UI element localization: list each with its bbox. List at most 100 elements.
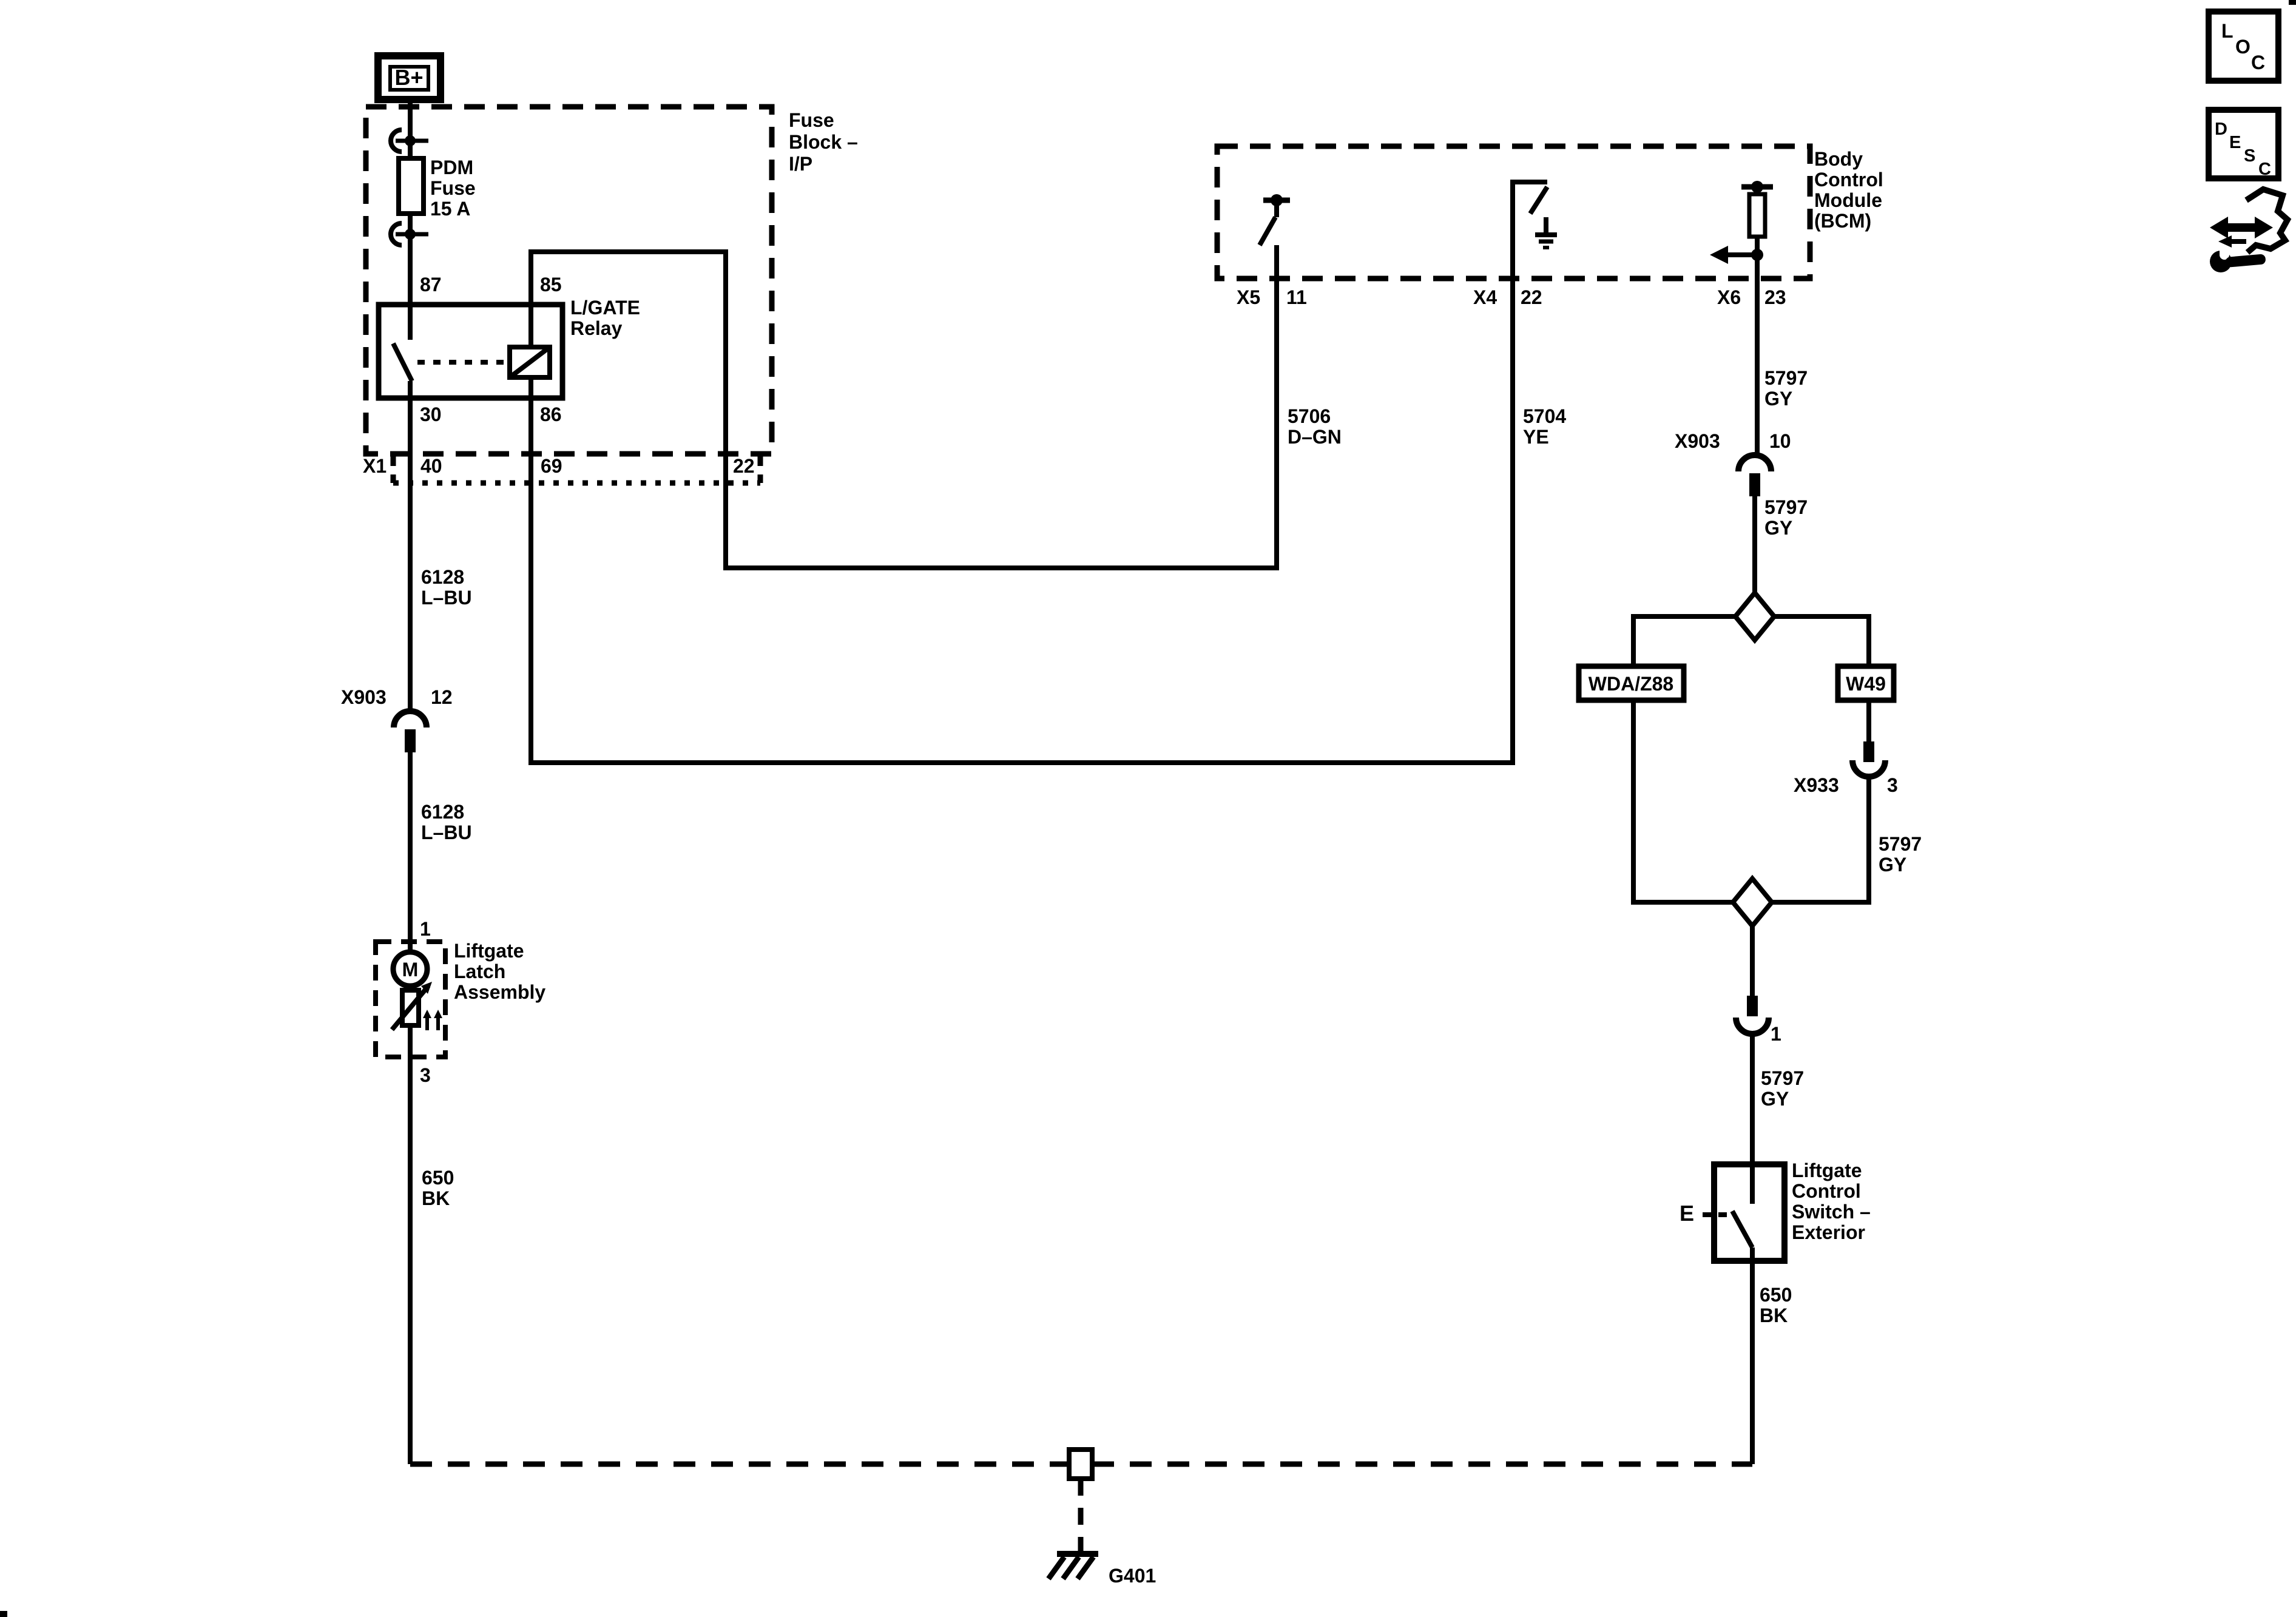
branch-left-to-wda [1631, 614, 1735, 666]
latch-pin3-label: 3 [420, 1064, 431, 1086]
bcm-x5-switch-blade [1257, 216, 1278, 246]
w49-label: W49 [1846, 673, 1886, 695]
pdm-fuse-label-2: Fuse [430, 177, 476, 199]
pdm-fuse-label-1: PDM [430, 157, 473, 178]
latch-mini-arrow-1-head [423, 1010, 431, 1018]
fuse-clip-bottom-dot [405, 229, 416, 240]
fuse-clip-bottom-arc [388, 221, 402, 248]
switch-blade [1730, 1210, 1755, 1249]
loc-letter-o: O [2235, 36, 2250, 58]
wire-650a-label-2: BK [422, 1187, 450, 1209]
x903-12-pin-terminal [405, 729, 416, 752]
artifact-top-right [2289, 0, 2296, 5]
wda-z88-label: WDA/Z88 [1589, 673, 1673, 695]
latch-name-1: Liftgate [454, 940, 524, 962]
connector-x933-3: X933 3 [1794, 741, 1898, 796]
wire-650a-label-1: 650 [422, 1167, 454, 1189]
artifact-bottom-left [0, 1611, 7, 1617]
bcm-x5-conn: X5 [1237, 286, 1260, 308]
relay-switch-blade [391, 342, 414, 382]
bcm-name-2: Control [1814, 169, 1883, 191]
branch-right-to-w49 [1774, 614, 1871, 666]
x903-10-name: X903 [1675, 430, 1720, 452]
x933-socket-arc [1849, 760, 1888, 780]
loc-letter-l: L [2221, 20, 2234, 42]
branch-left-from-wda [1631, 700, 1733, 905]
bcm-x6-fuse [1747, 192, 1768, 239]
bcm-pin-labels: X5 11 X4 22 X6 23 [1237, 286, 1786, 308]
relay-name-1: L/GATE [570, 297, 640, 319]
wire-5797d-label-2: GY [1761, 1088, 1789, 1110]
relay-pin87-label: 87 [420, 274, 442, 295]
wire-6128a-label-2: L–BU [421, 587, 472, 609]
relay-pin86-label: 86 [540, 403, 562, 425]
pdm-fuse: PDM Fuse 15 A [388, 127, 476, 248]
connector-inline-1: 1 [1733, 996, 1781, 1045]
conn1-pin-terminal [1747, 996, 1758, 1016]
b-plus-label: B+ [394, 65, 423, 90]
connector-x903-10: X903 10 [1675, 430, 1791, 496]
desc-letter-e: E [2229, 133, 2241, 152]
fuse-block-border [363, 104, 775, 457]
ground-label: G401 [1109, 1565, 1156, 1587]
body-control-module: Body Control Module (BCM) [1214, 143, 1883, 454]
pdm-fuse-label-3: 15 A [430, 198, 470, 220]
lgate-relay: 87 85 30 86 [376, 274, 566, 425]
fuse-clip-top-arc [388, 127, 402, 154]
hand-arrow-head [2218, 235, 2232, 248]
wire-650b-label-2: BK [1760, 1305, 1788, 1326]
ground-g401: G401 [410, 1447, 1752, 1587]
bcm-name-3: Module [1814, 189, 1882, 211]
branch-right-from-x933 [1772, 777, 1871, 905]
wire-5797b-label-2: GY [1764, 517, 1792, 539]
bcm-x5-pin: 11 [1286, 286, 1307, 308]
connector-x903-12: X903 12 [341, 686, 453, 752]
desc-letter-s: S [2244, 146, 2255, 166]
loc-button[interactable]: L O C [2206, 8, 2281, 84]
wire-650b-label-1: 650 [1760, 1284, 1792, 1306]
bcm-x4-pin: 22 [1521, 286, 1542, 308]
splice-w49: W49 [1835, 663, 1897, 703]
bcm-x6-arrow-head [1710, 246, 1728, 264]
wire-5797a-label-2: GY [1764, 388, 1792, 410]
conn1-pin-label: 1 [1771, 1023, 1781, 1045]
x903-12-socket-arc [391, 708, 430, 728]
desc-button[interactable]: D E S C [2206, 107, 2281, 181]
wire-5797b-label-1: 5797 [1764, 496, 1808, 518]
switch-actuator-e: E [1680, 1201, 1694, 1226]
wire-5797c-label-1: 5797 [1879, 833, 1922, 855]
latch-pin1-label: 1 [420, 918, 431, 940]
latch-resistor-arrowhead [421, 982, 432, 994]
latch-motor-m: M [402, 959, 419, 981]
latch-resistor-diagonal [390, 984, 431, 1031]
ground-symbol-slash-3 [1075, 1555, 1096, 1581]
conn1-socket-arc [1733, 1017, 1772, 1037]
liftgate-latch-assembly: 1 M Liftgate Latch Assembly 3 [373, 918, 545, 1086]
x903-10-pin-terminal [1749, 473, 1760, 496]
bcm-name-1: Body [1814, 148, 1863, 170]
wire-5706-label-2: D–GN [1288, 426, 1342, 448]
double-arrow-icon [2210, 217, 2273, 238]
x933-name: X933 [1794, 774, 1839, 796]
wrench-notch-open [2220, 246, 2228, 255]
fuse-block-ip: Fuse Block – I/P [363, 104, 858, 486]
wire-5706-label-1: 5706 [1288, 405, 1331, 427]
x1-pin22-label: 22 [733, 455, 755, 477]
wire-5797a-label-1: 5797 [1764, 367, 1808, 389]
repair-hand-wrench-icon[interactable] [2210, 186, 2292, 272]
wire-5797d-label-1: 5797 [1761, 1067, 1804, 1089]
relay-pin30-label: 30 [420, 403, 442, 425]
x903-10-socket-arc [1735, 452, 1774, 472]
fuse-block-label-1: Fuse [789, 109, 834, 131]
fuse-block-label-2: Block – [789, 131, 858, 153]
desc-box[interactable] [2206, 107, 2281, 181]
loc-box[interactable] [2206, 8, 2281, 84]
bcm-x4-switch-blade [1528, 185, 1550, 215]
liftgate-control-switch: E Liftgate Control Switch – Exterior [1680, 1160, 1871, 1264]
switch-name-2: Control [1792, 1180, 1861, 1202]
x903-12-pin: 12 [431, 686, 453, 708]
ground-inline-connector [1067, 1447, 1095, 1481]
desc-letter-d: D [2215, 120, 2227, 139]
